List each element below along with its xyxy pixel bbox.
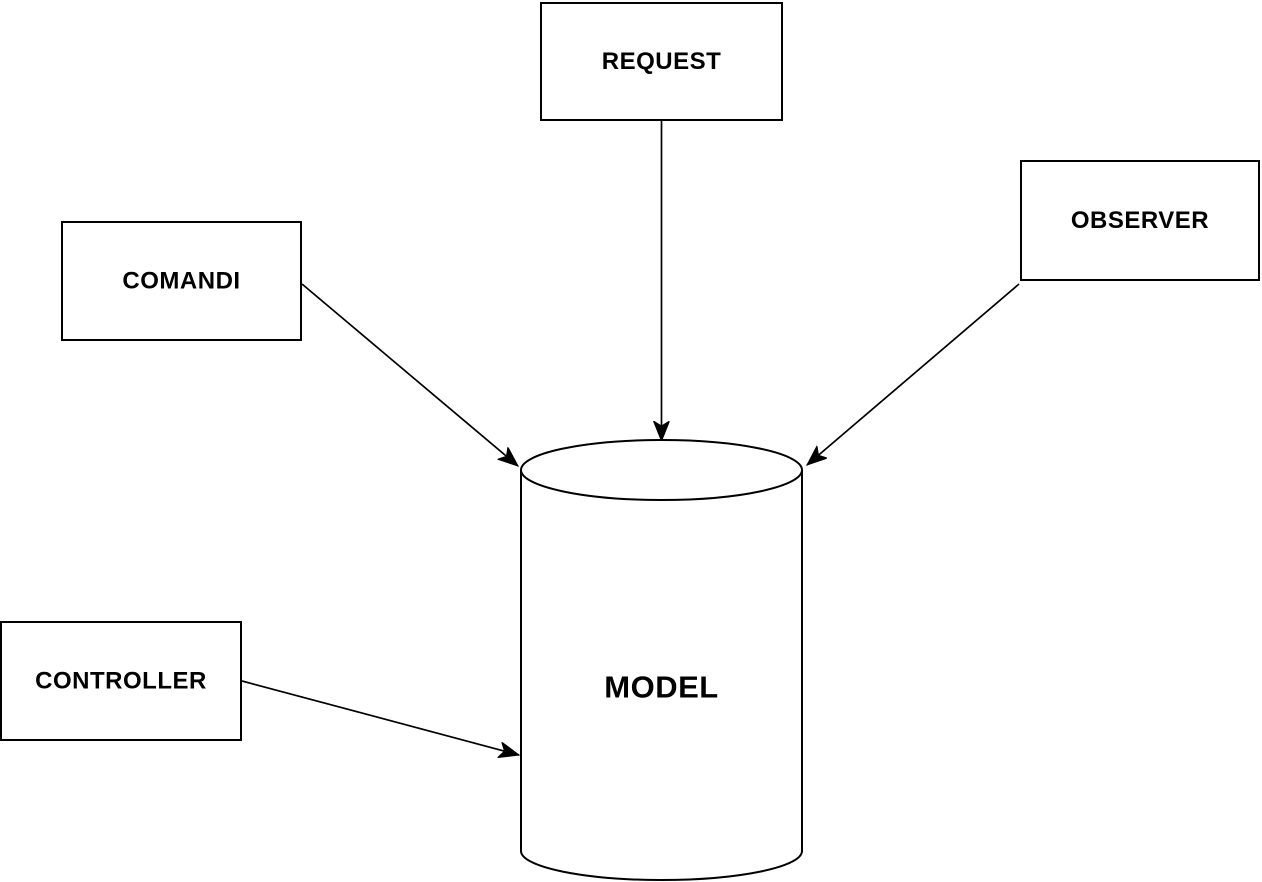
node-comandi-label: COMANDI [122, 268, 240, 295]
node-observer-label: OBSERVER [1071, 207, 1209, 234]
node-model[interactable]: MODEL [520, 439, 803, 881]
node-controller-label: CONTROLLER [35, 668, 207, 695]
node-request-label: REQUEST [602, 48, 722, 75]
cylinder-top [520, 439, 803, 501]
node-request[interactable]: REQUEST [540, 2, 783, 121]
node-comandi[interactable]: COMANDI [61, 221, 302, 341]
node-model-label: MODEL [604, 670, 718, 705]
node-observer[interactable]: OBSERVER [1020, 160, 1260, 281]
edges [241, 120, 1020, 755]
node-controller[interactable]: CONTROLLER [0, 621, 242, 741]
edge-observer-to-model[interactable] [807, 283, 1020, 465]
edge-comandi-to-model[interactable] [301, 283, 518, 466]
cylinder-body [520, 470, 803, 881]
edge-controller-to-model[interactable] [241, 680, 519, 755]
